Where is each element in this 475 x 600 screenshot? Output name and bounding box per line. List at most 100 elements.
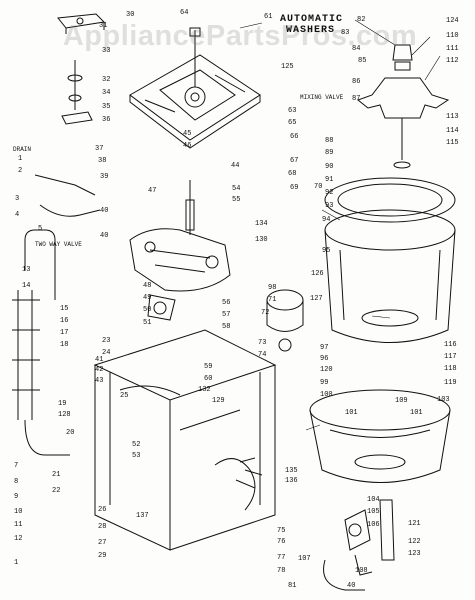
part-label-119: 119 (444, 379, 457, 387)
part-label-64: 64 (180, 9, 189, 17)
title-line-1: AUTOMATIC (280, 14, 344, 25)
part-label-75: 75 (277, 527, 286, 535)
part-label-7: 7 (14, 462, 19, 470)
part-label-86: 86 (352, 78, 361, 86)
diagram-title: AUTOMATIC WASHERS (280, 14, 343, 36)
part-label-136: 136 (285, 477, 298, 485)
part-label-56: 56 (222, 299, 231, 307)
part-label-30: 30 (126, 11, 135, 19)
part-label-89: 89 (325, 149, 334, 157)
part-label-123: 123 (408, 550, 421, 558)
part-label-96: 96 (320, 355, 329, 363)
part-label-23: 23 (102, 337, 111, 345)
part-label-108: 108 (355, 567, 368, 575)
part-label-24: 24 (102, 349, 111, 357)
part-label-50: 50 (143, 306, 152, 314)
part-label-126: 126 (311, 270, 324, 278)
part-label-57: 57 (222, 311, 231, 319)
part-label-28: 28 (98, 523, 107, 531)
part-label-40: 40 (100, 207, 109, 215)
part-label-1: 1 (18, 155, 23, 163)
part-label-46: 46 (183, 142, 192, 150)
part-label-1b: 1 (14, 559, 19, 567)
part-label-27: 27 (98, 539, 107, 547)
part-label-59: 59 (204, 363, 213, 371)
part-label-78: 78 (277, 567, 286, 575)
part-label-99: 99 (320, 379, 329, 387)
part-label-87: 87 (352, 95, 361, 103)
part-label-42: 42 (95, 366, 104, 374)
part-label-85: 85 (358, 57, 367, 65)
part-label-82: 82 (357, 16, 366, 24)
part-label-137: 137 (136, 512, 149, 520)
part-label-32: 32 (102, 76, 111, 84)
part-label-112: 112 (446, 57, 459, 65)
part-label-69: 69 (290, 184, 299, 192)
part-label-128: 128 (58, 411, 71, 419)
part-label-15: 15 (60, 305, 69, 313)
part-label-48: 48 (143, 282, 152, 290)
part-label-33: 33 (102, 47, 111, 55)
part-label-122: 122 (408, 538, 421, 546)
part-label-101b: 101 (410, 409, 423, 417)
part-label-104: 104 (367, 496, 380, 504)
part-label-74: 74 (258, 351, 267, 359)
lower-tub-drawing (309, 389, 451, 483)
leader-lines (239, 19, 441, 431)
part-label-13: 13 (22, 266, 31, 274)
part-label-55: 55 (232, 196, 241, 204)
part-label-129: 129 (212, 397, 225, 405)
part-label-91: 91 (325, 176, 334, 184)
part-label-81: 81 (288, 582, 297, 590)
part-label-39: 39 (100, 173, 109, 181)
part-label-90: 90 (325, 163, 334, 171)
part-label-113: 113 (446, 113, 459, 121)
part-label-106: 106 (367, 521, 380, 529)
wiring-harness-drawing (214, 457, 263, 511)
part-label-36: 36 (102, 116, 111, 124)
part-label-14: 14 (22, 282, 31, 290)
part-label-125: 125 (281, 63, 294, 71)
part-label-111: 111 (446, 45, 459, 53)
part-label-16: 16 (60, 317, 69, 325)
part-label-105: 105 (367, 508, 380, 516)
part-label-40b: 40 (100, 232, 109, 240)
part-label-67: 67 (290, 157, 299, 165)
part-label-73: 73 (258, 339, 267, 347)
part-label-18: 18 (60, 341, 69, 349)
part-label-53: 53 (132, 452, 141, 460)
part-label-54: 54 (232, 185, 241, 193)
part-label-9: 9 (14, 493, 19, 501)
part-label-3: 3 (15, 195, 20, 203)
drive-plate-drawing (129, 27, 261, 149)
part-label-37: 37 (95, 145, 104, 153)
title-line-2: WASHERS (286, 25, 336, 36)
cabinet-frame-drawing (93, 329, 277, 551)
part-label-88: 88 (325, 137, 334, 145)
part-label-77: 77 (277, 554, 286, 562)
part-label-8: 8 (14, 478, 19, 486)
part-label-10: 10 (14, 508, 23, 516)
part-label-117: 117 (444, 353, 457, 361)
part-label-71: 71 (268, 296, 277, 304)
part-label-40c: 40 (347, 582, 356, 590)
part-label-25: 25 (120, 392, 129, 400)
part-label-100: 100 (320, 391, 333, 399)
part-label-38: 38 (98, 157, 107, 165)
part-label-52: 52 (132, 441, 141, 449)
part-label-94: 94 (322, 216, 331, 224)
part-label-35: 35 (102, 103, 111, 111)
part-label-72: 72 (261, 309, 270, 317)
part-label-97: 97 (320, 344, 329, 352)
part-label-95: 95 (322, 247, 331, 255)
part-label-98: 98 (268, 284, 277, 292)
part-label-58: 58 (222, 323, 231, 331)
part-label-101: 101 (345, 409, 358, 417)
part-label-118: 118 (444, 365, 457, 373)
part-label-76: 76 (277, 538, 286, 546)
part-label-34: 34 (102, 89, 111, 97)
part-label-4: 4 (15, 211, 20, 219)
mixing-valve-note: MIXING VALVE (300, 94, 344, 101)
part-label-121: 121 (408, 520, 421, 528)
